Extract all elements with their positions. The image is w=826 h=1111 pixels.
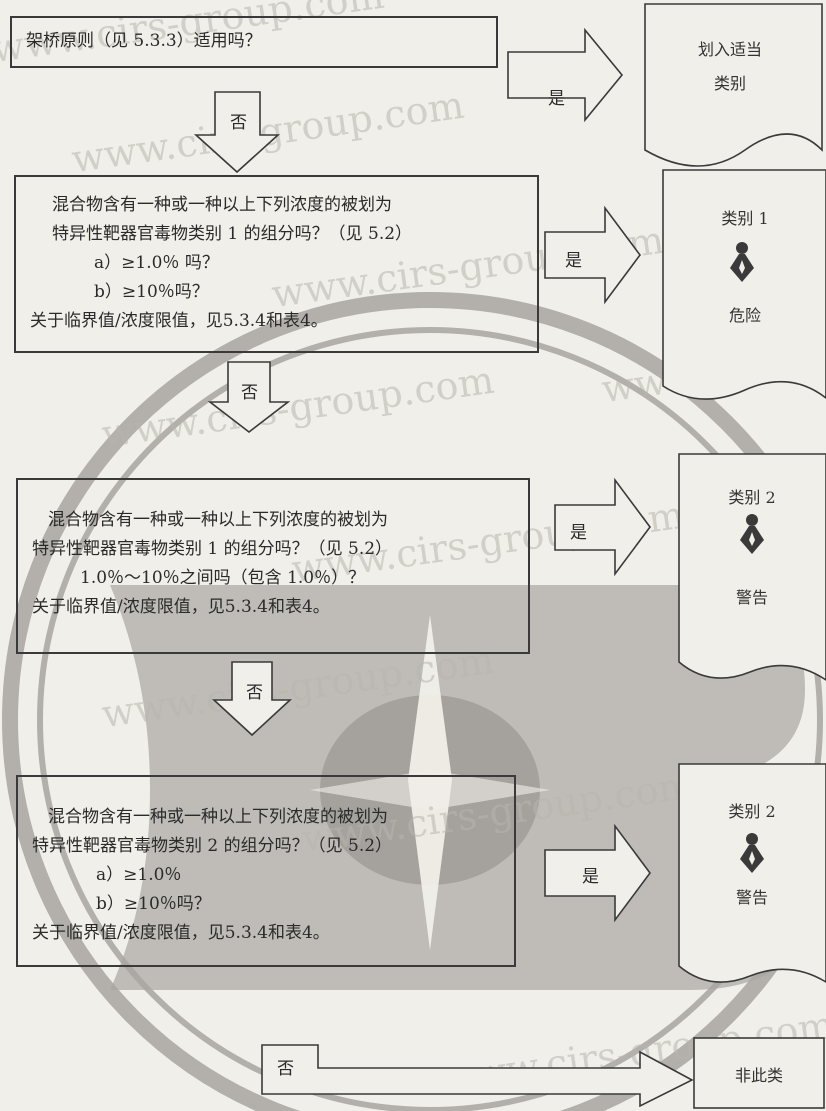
logo-inner-ring	[37, 327, 823, 1111]
logo-star-cross	[310, 770, 550, 810]
result-text: 类别	[713, 74, 746, 93]
no-arrow-1	[207, 361, 291, 434]
result-signal-word: 危险	[728, 306, 761, 325]
question-line: 1.0％～10％之间吗（包含 1.0％）？	[80, 568, 366, 588]
question-box-category1: 混合物含有一种或一种以上下列浓度的被划为 特异性靶器官毒物类别 1 的组分吗？（…	[14, 175, 539, 353]
no-arrow-2	[211, 661, 293, 737]
question-box-category1-range: 混合物含有一种或一种以上下列浓度的被划为 特异性靶器官毒物类别 1 的组分吗？（…	[16, 478, 530, 654]
yes-arrow-1	[544, 205, 641, 305]
result-category: 类别 1	[721, 209, 769, 228]
health-hazard-icon	[740, 514, 764, 554]
question-line: b）≥10％吗？	[94, 282, 209, 302]
yes-arrow-3	[544, 823, 651, 923]
no-arrow-0	[193, 91, 281, 174]
yes-label: 是	[570, 523, 587, 543]
result-text: 划入适当	[697, 40, 762, 59]
question-line: a）≥1.0％	[96, 865, 182, 885]
result-final-text: 非此类	[734, 1066, 783, 1085]
result-category: 类别 2	[728, 488, 776, 507]
yes-arrow-0	[507, 27, 624, 123]
health-hazard-icon	[740, 833, 764, 873]
no-label: 否	[230, 113, 247, 133]
question-line: 关于临界值/浓度限值，见5.3.4和表4。	[32, 923, 330, 943]
start-question-box: 架桥原则（见 5.3.3）适用吗？	[10, 16, 498, 68]
yes-label: 是	[582, 867, 599, 887]
result-doc-2	[678, 453, 826, 681]
result-doc-0	[644, 3, 823, 167]
result-doc-3	[678, 763, 826, 983]
question-line: 关于临界值/浓度限值，见5.3.4和表4。	[30, 311, 328, 331]
question-box-category2: 混合物含有一种或一种以上下列浓度的被划为 特异性靶器官毒物类别 2 的组分吗？（…	[16, 775, 516, 967]
no-arrow-final	[261, 1044, 694, 1108]
question-line: a）≥1.0％ 吗？	[94, 253, 219, 273]
question-line: 特异性靶器官毒物类别 1 的组分吗？（见 5.2）	[32, 539, 393, 559]
result-signal-word: 警告	[735, 888, 768, 907]
result-category: 类别 2	[728, 802, 776, 821]
logo-outer-ring	[2, 292, 826, 1111]
no-label: 否	[246, 683, 263, 703]
result-signal-word: 警告	[735, 588, 768, 607]
no-label: 否	[241, 383, 258, 403]
question-line: 特异性靶器官毒物类别 2 的组分吗？（见 5.2）	[32, 836, 393, 856]
question-line: 混合物含有一种或一种以上下列浓度的被划为	[48, 807, 388, 827]
question-line: 关于临界值/浓度限值，见5.3.4和表4。	[32, 597, 330, 617]
question-line: 混合物含有一种或一种以上下列浓度的被划为	[52, 195, 392, 215]
yes-arrow-2	[554, 477, 651, 577]
no-label: 否	[277, 1059, 294, 1079]
result-final-box	[693, 1037, 825, 1109]
health-hazard-icon	[730, 242, 754, 282]
question-line: b）≥10％吗？	[96, 894, 211, 914]
yes-label: 是	[565, 251, 582, 271]
result-doc-1	[662, 169, 826, 400]
question-line: 混合物含有一种或一种以上下列浓度的被划为	[48, 510, 388, 530]
start-question-text: 架桥原则（见 5.3.3）适用吗？	[26, 31, 262, 51]
yes-label: 是	[548, 89, 565, 109]
question-line: 特异性靶器官毒物类别 1 的组分吗？（见 5.2）	[52, 224, 413, 244]
